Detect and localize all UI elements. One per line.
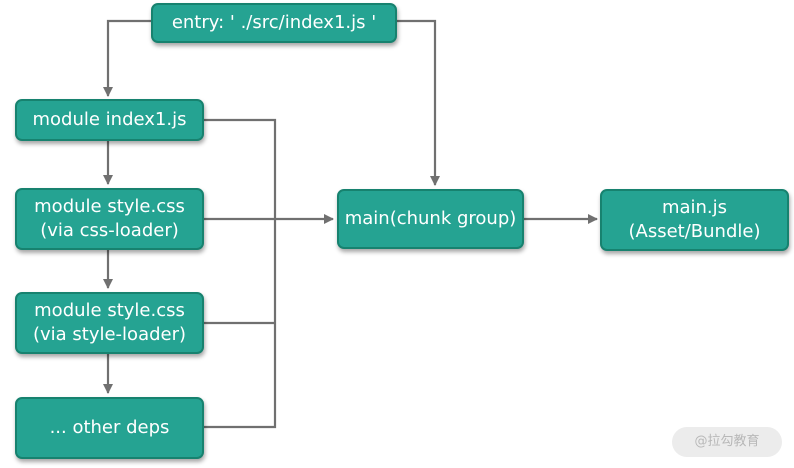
entry-node-label: entry: ' ./src/index1.js ' <box>171 12 377 33</box>
other-deps-node: ... other deps <box>15 397 204 459</box>
module-style-css-line1: module style.css <box>34 196 185 217</box>
bundle-node: main.js (Asset/Bundle) <box>600 189 789 251</box>
edge-entry-to-module-index <box>103 19 152 97</box>
module-style-css-line2: (via css-loader) <box>40 220 179 241</box>
module-index-node: module index1.js <box>15 99 204 141</box>
chunk-group-node: main(chunk group) <box>337 189 524 249</box>
module-style-loader-line2: (via style-loader) <box>32 324 187 345</box>
entry-node: entry: ' ./src/index1.js ' <box>151 3 397 43</box>
edge-modules-collector <box>204 118 277 429</box>
module-index-label: module index1.js <box>32 109 187 130</box>
module-style-css-node: module style.css (via css-loader) <box>15 188 204 250</box>
other-deps-label: ... other deps <box>49 417 170 438</box>
bundle-line2: (Asset/Bundle) <box>628 221 761 242</box>
chunk-group-label: main(chunk group) <box>344 208 517 229</box>
watermark: @拉勾教育 <box>672 427 782 457</box>
module-style-loader-node: module style.css (via style-loader) <box>15 292 204 354</box>
bundle-line1: main.js <box>661 197 728 218</box>
edge-entry-to-chunk-group <box>396 19 440 186</box>
module-style-loader-line1: module style.css <box>34 300 185 321</box>
